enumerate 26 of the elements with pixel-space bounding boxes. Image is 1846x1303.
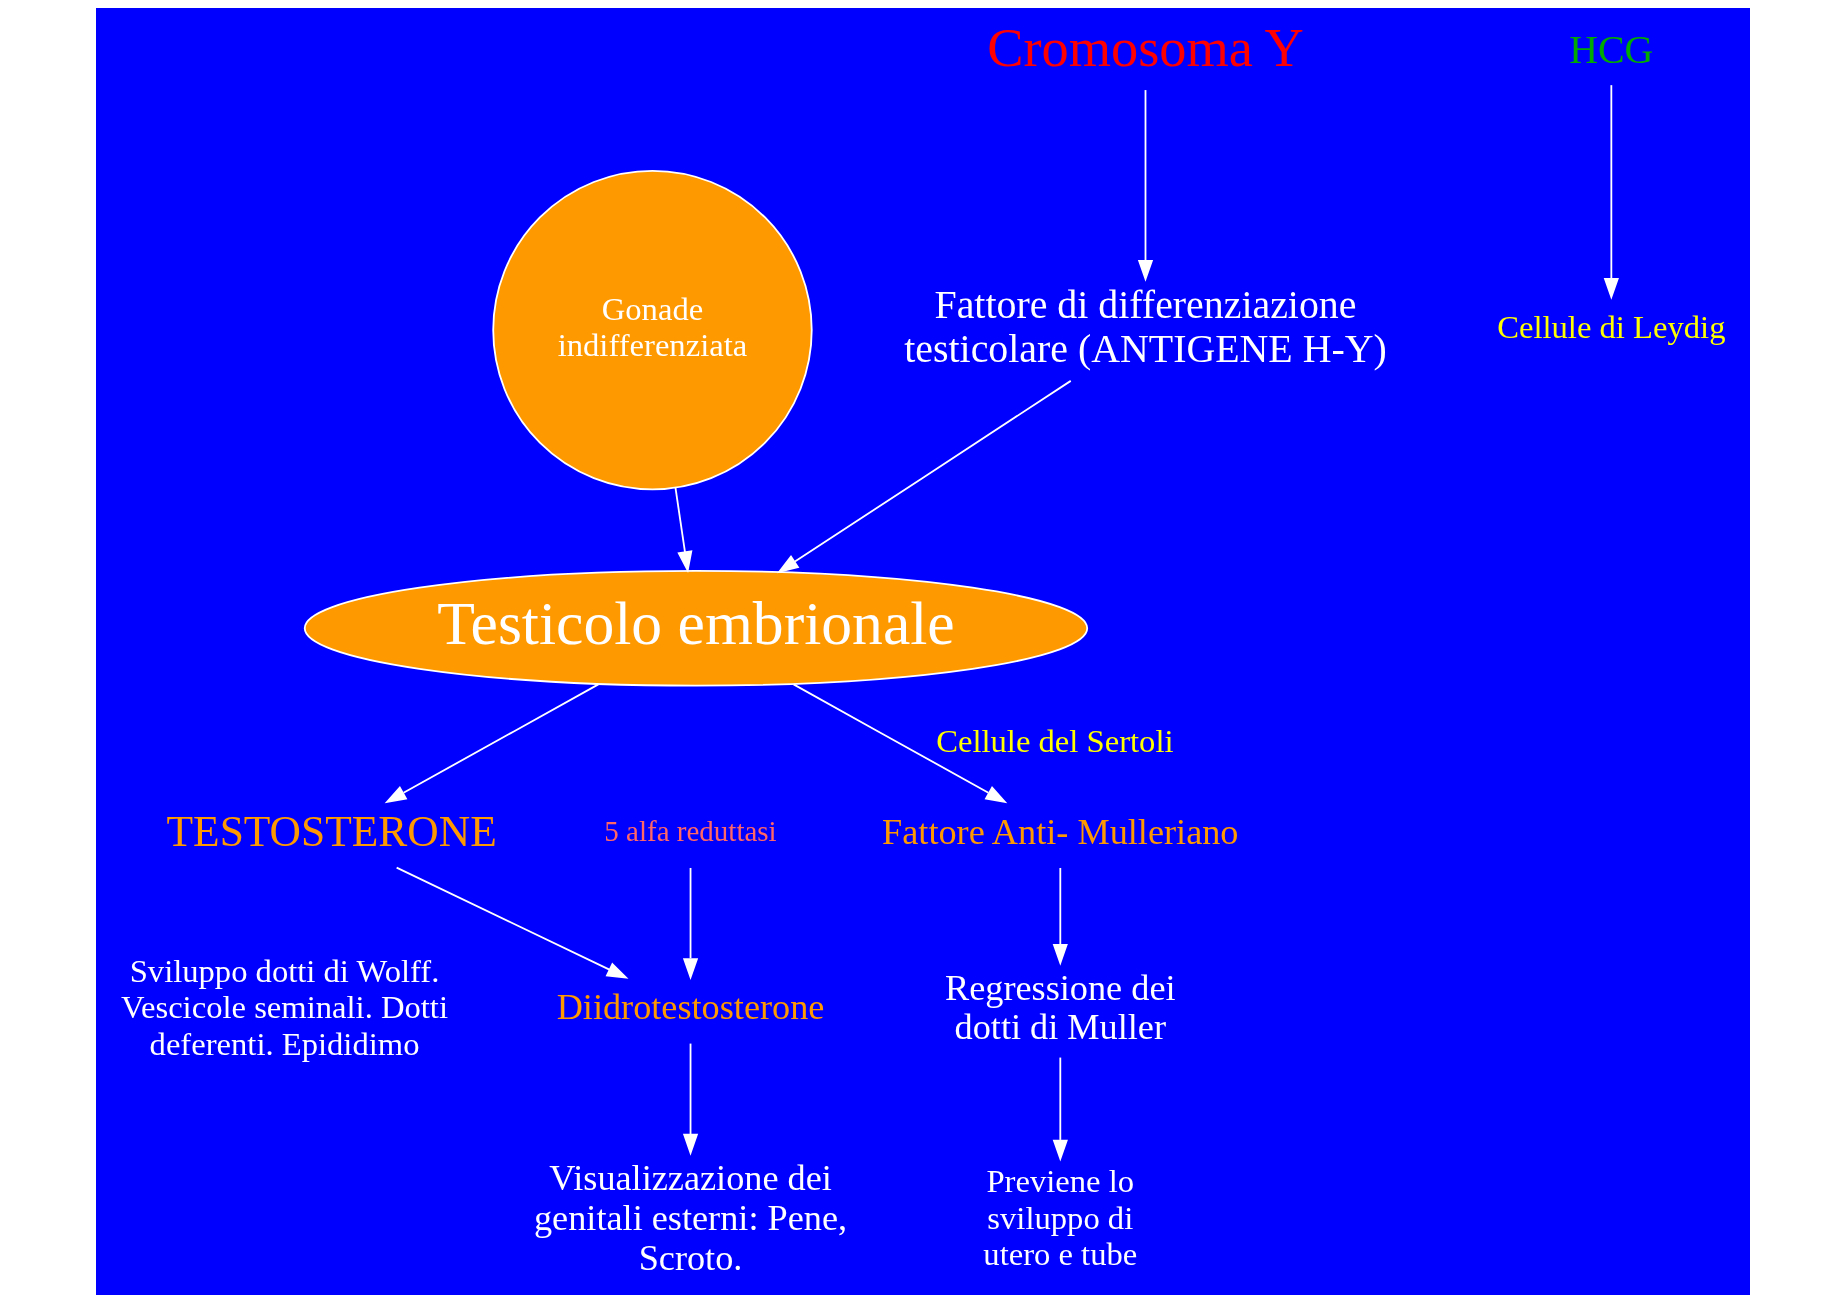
node-text: Cromosoma Y <box>987 18 1304 79</box>
node-text: Visualizzazione dei genitali esterni: Pene, Scroto. <box>533 1157 848 1278</box>
arrow <box>1052 867 1068 966</box>
arrow <box>682 867 699 980</box>
node-text: Cellule di Leydig <box>1497 309 1726 346</box>
edge-label: Cellule del Sertoli <box>936 722 1174 759</box>
node-text: Fattore di differenziazione testicolare (ANTIGENE H-Y) <box>904 282 1387 371</box>
arrow <box>1052 1056 1068 1162</box>
arrow <box>674 486 693 573</box>
arrow <box>777 379 1072 574</box>
node-text: Regressione dei dotti di Muller <box>945 967 1176 1048</box>
arrow <box>682 1042 699 1156</box>
node-text: Fattore Anti- Mulleriano <box>882 811 1239 852</box>
arrow <box>395 866 629 979</box>
node-text: 5 alfa reduttasi <box>604 815 777 848</box>
label: Sviluppo dotti di Wolff. Vescicole seminali. Dotti deferenti. Epididimo <box>121 953 448 1062</box>
node-text: HCG <box>1569 26 1654 72</box>
arrow <box>384 683 600 804</box>
node-text: Previene lo sviluppo di utero e tube <box>983 1163 1138 1272</box>
arrow <box>1603 84 1619 300</box>
arrow <box>1137 89 1154 282</box>
arrow <box>792 683 1008 804</box>
node-circle: Gonade indifferenziata <box>492 169 813 491</box>
node-ellipse: Testicolo embrionale <box>303 570 1089 687</box>
node-text: TESTOSTERONE <box>166 806 497 855</box>
node-text: Diidrotestosterone <box>556 987 825 1028</box>
